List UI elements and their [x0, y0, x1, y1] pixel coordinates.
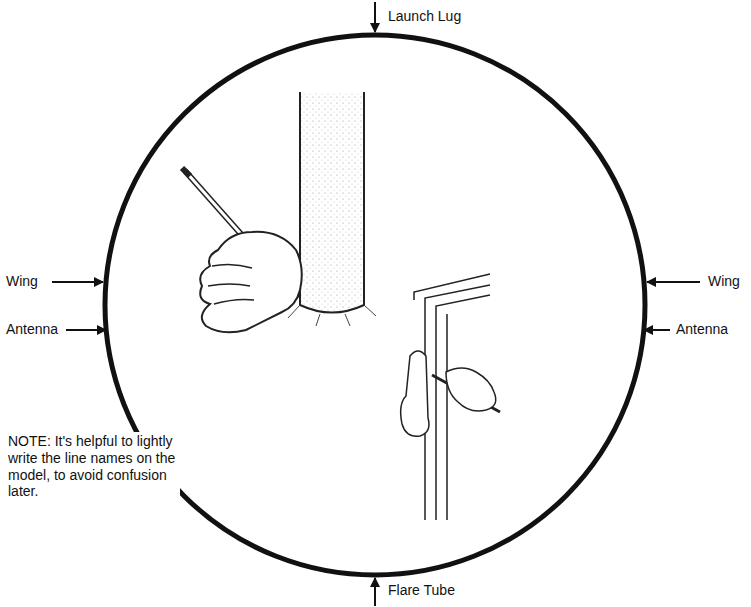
part-label: Antenna	[6, 321, 58, 338]
part-label: Wing	[6, 273, 38, 290]
door-frame-figure	[401, 274, 500, 520]
pointer-arrows	[52, 2, 700, 606]
part-label: Antenna	[676, 321, 728, 338]
part-label: Wing	[708, 273, 740, 290]
note-text: NOTE: It's helpful to lightly write the …	[6, 432, 180, 501]
part-label: Launch Lug	[388, 8, 461, 25]
part-label: Flare Tube	[388, 582, 455, 599]
tube-marking-figure	[182, 92, 376, 332]
body-tube-outline	[105, 35, 645, 575]
